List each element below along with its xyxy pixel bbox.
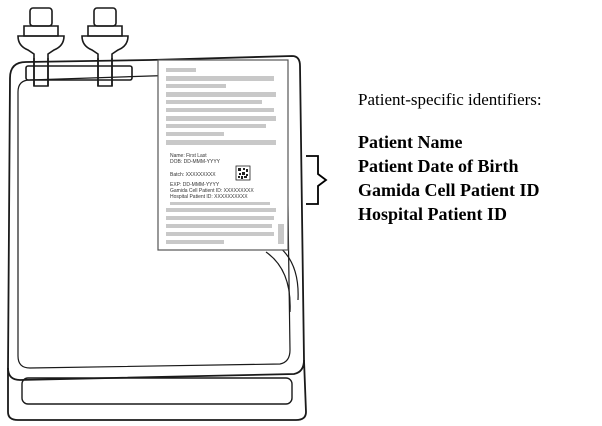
label-hospital-line: Hospital Patient ID: XXXXXXXXXX xyxy=(170,194,248,200)
label-name-line: Name: First Last xyxy=(170,153,207,159)
identifier-gamida-id: Gamida Cell Patient ID xyxy=(358,180,540,200)
identifier-bracket xyxy=(306,155,328,205)
bag-ports xyxy=(17,7,133,87)
label-exp-line: EXP: DD-MMM-YYYY xyxy=(170,182,220,188)
identifier-patient-name: Patient Name xyxy=(358,132,463,152)
callout-title: Patient-specific identifiers: xyxy=(358,90,542,109)
label-batch-line: Batch: XXXXXXXXX xyxy=(170,172,216,178)
bag-label: Name: First Last DOB: DD-MMM-YYYY Batch:… xyxy=(157,59,289,251)
label-gamida-line: Gamida Cell Patient ID: XXXXXXXXX xyxy=(170,188,254,194)
barcode-icon xyxy=(235,165,251,181)
label-dob-line: DOB: DD-MMM-YYYY xyxy=(170,159,221,165)
identifier-list: Patient Name Patient Date of Birth Gamid… xyxy=(358,130,540,226)
label-text-bars-top xyxy=(166,68,276,145)
label-text-bars-bottom xyxy=(166,202,284,244)
identifier-hospital-id: Hospital Patient ID xyxy=(358,204,508,224)
identifier-patient-dob: Patient Date of Birth xyxy=(358,156,519,176)
